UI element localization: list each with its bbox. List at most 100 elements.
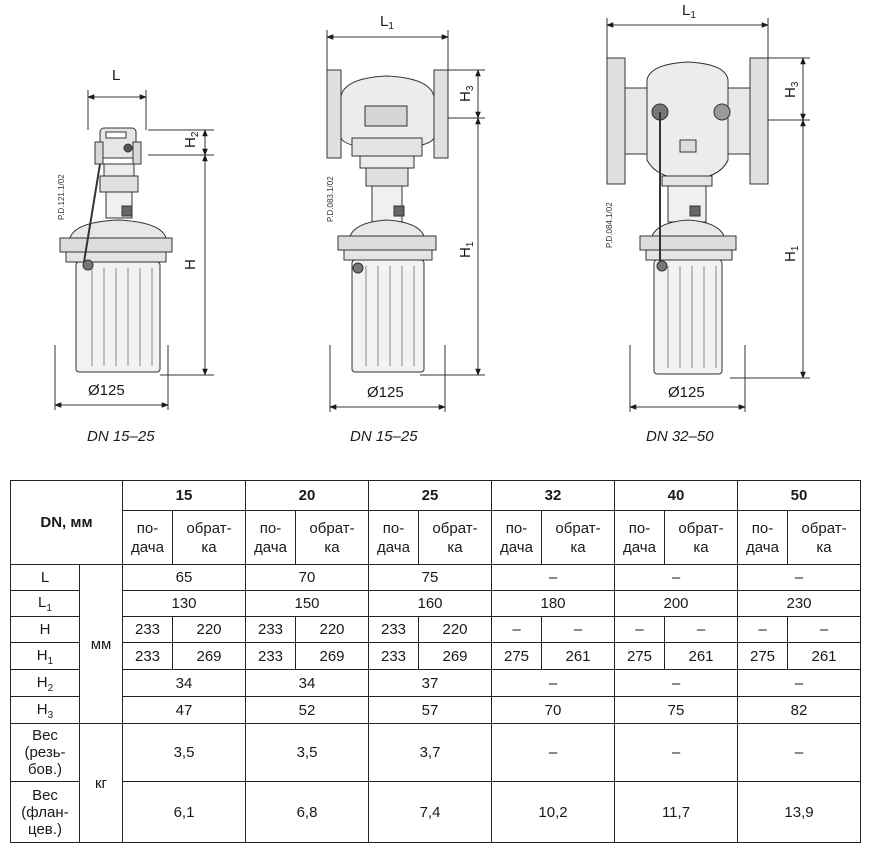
cell: 233 xyxy=(245,616,296,643)
cell: 70 xyxy=(491,696,615,724)
cell: 37 xyxy=(368,669,492,697)
cell: 65 xyxy=(122,564,246,591)
row-label-weight-threaded: Вес(резь-бов.) xyxy=(10,723,80,782)
caption-drawing-2: DN 15–25 xyxy=(350,428,418,445)
return-label: обрат-ка xyxy=(664,510,738,565)
cell: 6,8 xyxy=(245,781,369,843)
dimension-drawings-svg: L H2 H Ø125 P.D.121.1/02 xyxy=(54,2,810,412)
drawing2-dim-l1: L1 xyxy=(380,13,394,32)
row-label-l: L xyxy=(10,564,80,591)
drawing3-dim-h3: H3 xyxy=(782,81,801,98)
header-row-dn: DN, мм 15 20 25 32 40 50 xyxy=(10,480,861,565)
drawing1-dim-diameter: Ø125 xyxy=(88,382,125,399)
cell: 233 xyxy=(122,642,173,670)
return-label: обрат-ка xyxy=(541,510,615,565)
drawing3-dim-diameter: Ø125 xyxy=(668,384,705,401)
supply-label: по-дача xyxy=(245,510,296,565)
caption-drawing-3: DN 32–50 xyxy=(646,428,714,445)
cell: 52 xyxy=(245,696,369,724)
cell: 233 xyxy=(245,642,296,670)
cell: 233 xyxy=(368,642,419,670)
cell: 261 xyxy=(664,642,738,670)
return-label: обрат-ка xyxy=(787,510,861,565)
row-h3: H3 47 52 57 70 75 82 xyxy=(10,696,861,724)
row-label-h2: H2 xyxy=(10,669,80,697)
row-h2: H2 34 34 37 – – – xyxy=(10,669,861,697)
row-label-l1: L1 xyxy=(10,590,80,617)
cell: 3,7 xyxy=(368,723,492,782)
cell: 75 xyxy=(368,564,492,591)
cell: 160 xyxy=(368,590,492,617)
cell: – xyxy=(541,616,615,643)
cell: 275 xyxy=(614,642,665,670)
dn-32: 32 xyxy=(491,480,615,511)
cell: 3,5 xyxy=(122,723,246,782)
drawing1-code: P.D.121.1/02 xyxy=(57,174,66,220)
cell: – xyxy=(491,723,615,782)
cell: – xyxy=(664,616,738,643)
cell: – xyxy=(491,616,542,643)
cell: 233 xyxy=(122,616,173,643)
cell: 13,9 xyxy=(737,781,861,843)
cell: 269 xyxy=(418,642,492,670)
drawing-flanged-valve-small xyxy=(326,30,485,412)
drawing3-dim-h1: H1 xyxy=(782,245,801,262)
cell: 269 xyxy=(295,642,369,670)
cell: 220 xyxy=(172,616,246,643)
supply-label: по-дача xyxy=(368,510,419,565)
drawing2-dim-diameter: Ø125 xyxy=(367,384,404,401)
cell: 47 xyxy=(122,696,246,724)
cell: 233 xyxy=(368,616,419,643)
unit-kg: кг xyxy=(79,723,123,843)
row-weight-flanged: Вес(флан-цев.) 6,1 6,8 7,4 10,2 11,7 13,… xyxy=(10,781,861,843)
return-label: обрат-ка xyxy=(295,510,369,565)
drawing-flanged-valve-large xyxy=(606,18,810,412)
cell: 130 xyxy=(122,590,246,617)
supply-label: по-дача xyxy=(614,510,665,565)
drawing2-dim-h1: H1 xyxy=(457,241,476,258)
dn-15: 15 xyxy=(122,480,246,511)
cell: – xyxy=(614,669,738,697)
cell: 34 xyxy=(122,669,246,697)
spec-table: DN, мм 15 20 25 32 40 50 по-дача обрат-к… xyxy=(10,480,861,843)
row-weight-threaded: Вес(резь-бов.) кг 3,5 3,5 3,7 – – – xyxy=(10,723,861,843)
cell: 180 xyxy=(491,590,615,617)
cell: – xyxy=(737,669,861,697)
drawing1-dim-l: L xyxy=(112,67,120,84)
cell: 70 xyxy=(245,564,369,591)
drawing1-dim-h: H xyxy=(182,259,199,270)
drawing2-dim-h3: H3 xyxy=(457,85,476,102)
cell: – xyxy=(737,723,861,782)
row-label-h3: H3 xyxy=(10,696,80,724)
supply-label: по-дача xyxy=(122,510,173,565)
cell: 275 xyxy=(491,642,542,670)
cell: 200 xyxy=(614,590,738,617)
return-label: обрат-ка xyxy=(172,510,246,565)
cell: 269 xyxy=(172,642,246,670)
unit-mm: мм xyxy=(79,564,123,724)
supply-label: по-дача xyxy=(491,510,542,565)
row-h: H 233 220 233 220 233 220 – – – – – – xyxy=(10,616,861,643)
cell: 82 xyxy=(737,696,861,724)
cell: – xyxy=(737,616,788,643)
row-label-h1: H1 xyxy=(10,642,80,670)
drawing3-dim-l1: L1 xyxy=(682,2,696,21)
cell: 275 xyxy=(737,642,788,670)
drawing1-dim-h2: H2 xyxy=(182,131,201,148)
row-h1: H1 233 269 233 269 233 269 275 261 275 2… xyxy=(10,642,861,670)
supply-label: по-дача xyxy=(737,510,788,565)
cell: 10,2 xyxy=(491,781,615,843)
row-l: L мм 65 70 75 – – – xyxy=(10,564,861,724)
drawing-threaded-valve xyxy=(54,90,214,410)
row-l1: L1 130 150 160 180 200 230 xyxy=(10,590,861,617)
cell: 57 xyxy=(368,696,492,724)
cell: 6,1 xyxy=(122,781,246,843)
dn-40: 40 xyxy=(614,480,738,511)
cell: – xyxy=(614,564,738,591)
row-label-weight-flanged: Вес(флан-цев.) xyxy=(10,781,80,843)
row-label-h: H xyxy=(10,616,80,643)
cell: – xyxy=(491,669,615,697)
cell: – xyxy=(614,723,738,782)
drawing3-code: P.D.084.1/02 xyxy=(605,202,614,248)
cell: – xyxy=(614,616,665,643)
